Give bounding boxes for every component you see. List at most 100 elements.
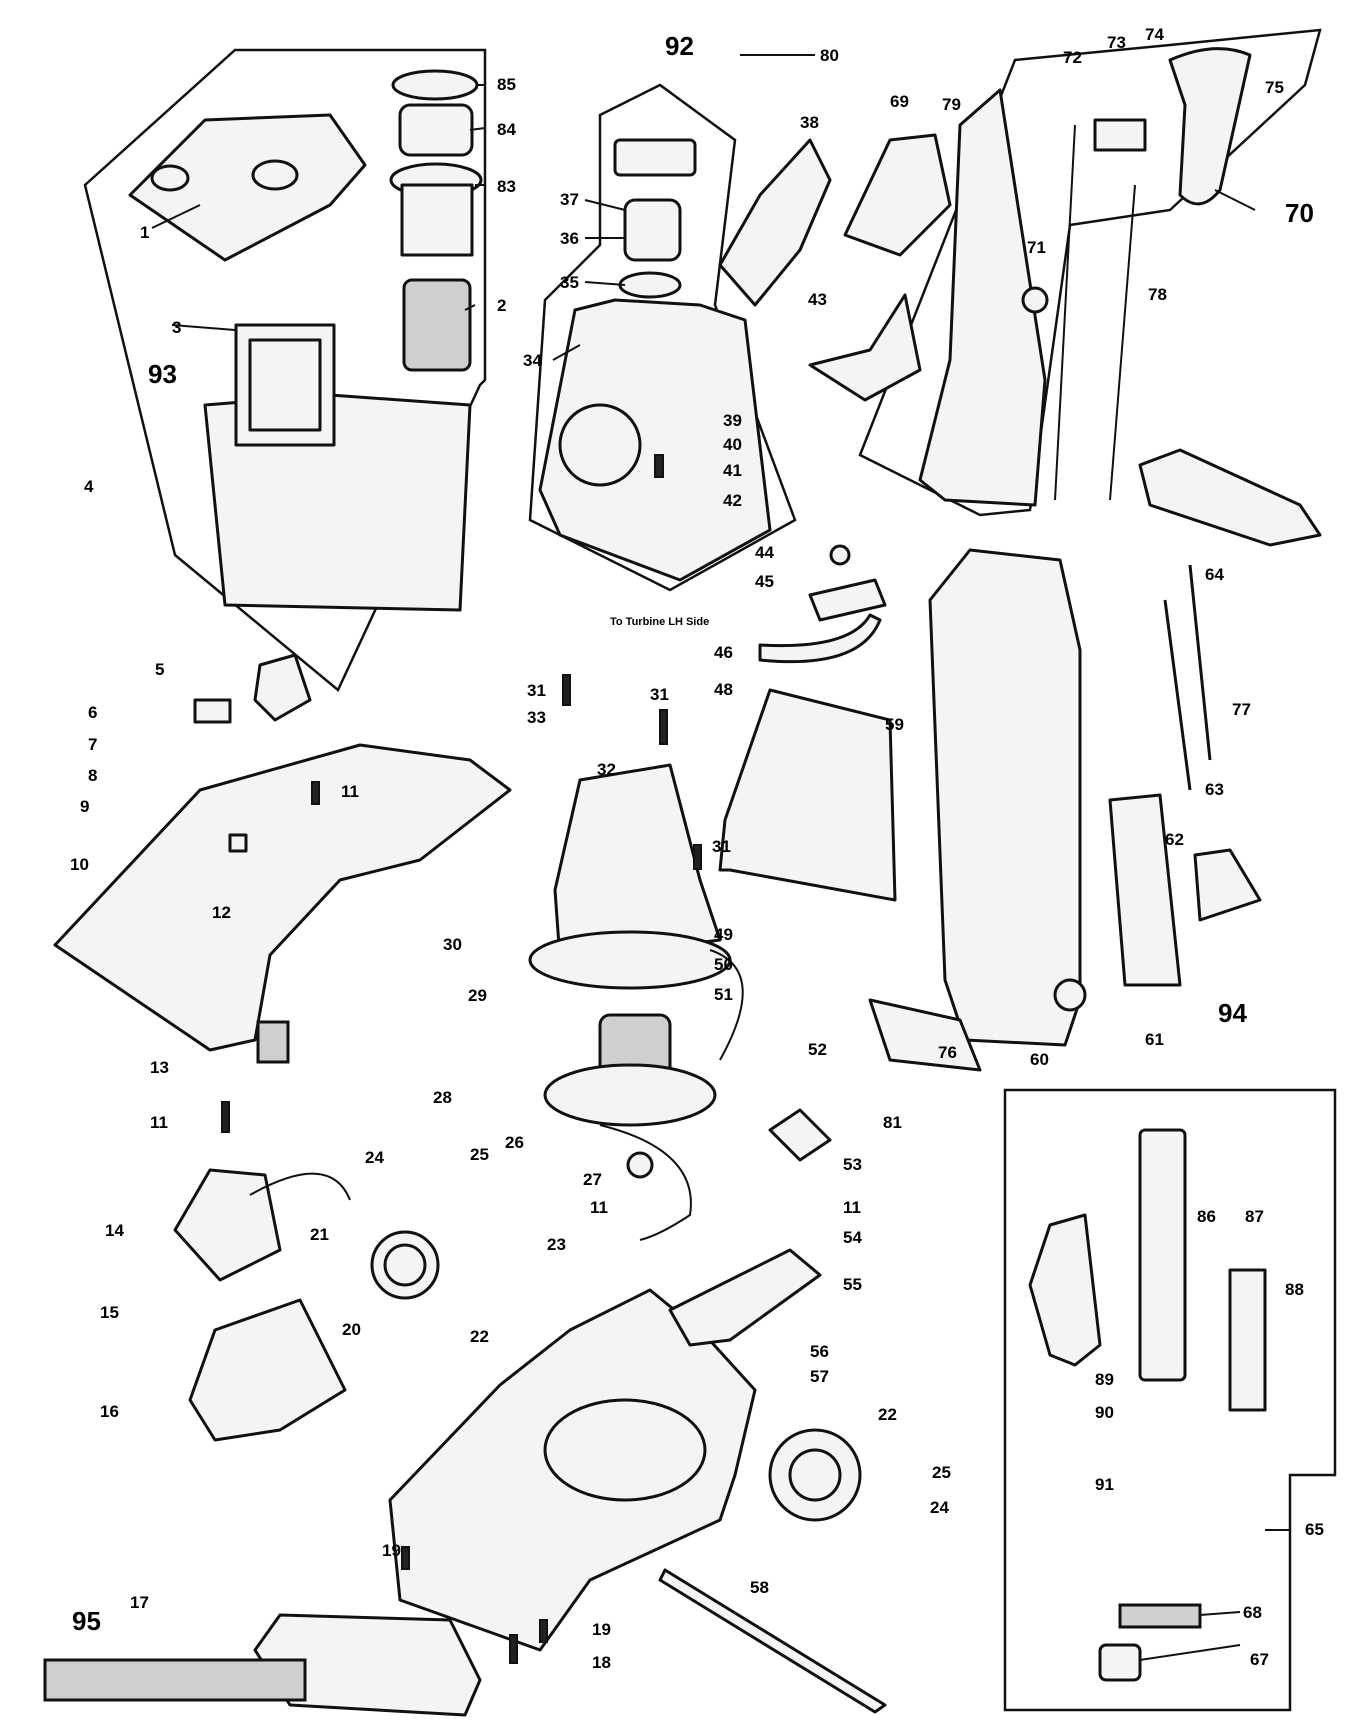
tank-cap-part-69 bbox=[843, 133, 952, 257]
callout-91: 91 bbox=[1095, 1475, 1114, 1494]
callout-31b: 31 bbox=[650, 685, 669, 704]
motor-assembly-group bbox=[528, 763, 744, 1241]
callout-3: 3 bbox=[172, 318, 181, 337]
brush-drive-group bbox=[43, 1168, 482, 1717]
tool-clip-part-87 bbox=[1228, 1268, 1267, 1412]
bracket-part-43 bbox=[808, 293, 922, 402]
callout-29: 29 bbox=[468, 986, 487, 1005]
callout-12: 12 bbox=[212, 903, 231, 922]
callout-84: 84 bbox=[497, 120, 516, 139]
callout-88: 88 bbox=[1285, 1280, 1304, 1299]
callout-53: 53 bbox=[843, 1155, 862, 1174]
pad-part-95 bbox=[43, 1658, 307, 1702]
callout-18: 18 bbox=[592, 1653, 611, 1672]
callout-58: 58 bbox=[750, 1578, 769, 1597]
callout-87: 87 bbox=[1245, 1207, 1264, 1226]
callout-61: 61 bbox=[1145, 1030, 1164, 1049]
bracket-part-45 bbox=[808, 578, 887, 622]
callout-83: 83 bbox=[497, 177, 516, 196]
callout-77: 77 bbox=[1232, 700, 1251, 719]
callout-15: 15 bbox=[100, 1303, 119, 1322]
callout-36: 36 bbox=[560, 229, 579, 248]
screw-parts bbox=[221, 674, 702, 1664]
brush-housing-part-16 bbox=[188, 1298, 347, 1442]
callout-2: 2 bbox=[497, 296, 506, 315]
callout-31c: 31 bbox=[712, 837, 731, 856]
handle-assembly-group bbox=[718, 28, 1322, 517]
callout-19: 19 bbox=[382, 1541, 401, 1560]
callout-40: 40 bbox=[723, 435, 742, 454]
rod-part-77 bbox=[1163, 599, 1192, 791]
callout-60: 60 bbox=[1030, 1050, 1049, 1069]
callout-labels: 1 2 3 4 5 6 7 8 9 10 11 12 13 11 14 15 1… bbox=[70, 25, 1324, 1672]
callout-73: 73 bbox=[1107, 33, 1126, 52]
nozzle-part-5 bbox=[253, 653, 312, 722]
tank-assembly-group bbox=[83, 48, 487, 692]
callout-57: 57 bbox=[810, 1367, 829, 1386]
roller-part-67 bbox=[1098, 1643, 1142, 1682]
callout-13: 13 bbox=[150, 1058, 169, 1077]
callout-5: 5 bbox=[155, 660, 164, 679]
callout-22b: 22 bbox=[878, 1405, 897, 1424]
body-part-60 bbox=[928, 548, 1082, 1047]
callout-46: 46 bbox=[714, 643, 733, 662]
callout-69: 69 bbox=[890, 92, 909, 111]
hood-part-34 bbox=[538, 298, 772, 582]
brush-part-17 bbox=[253, 1613, 482, 1717]
latch-part-13 bbox=[256, 1020, 290, 1064]
callout-55: 55 bbox=[843, 1275, 862, 1294]
callout-25b: 25 bbox=[932, 1463, 951, 1482]
callout-20: 20 bbox=[342, 1320, 361, 1339]
tool-assembly-group bbox=[1003, 1088, 1337, 1712]
callout-50: 50 bbox=[714, 955, 733, 974]
callout-17: 17 bbox=[130, 1593, 149, 1612]
callout-10: 10 bbox=[70, 855, 89, 874]
callout-22: 22 bbox=[470, 1327, 489, 1346]
float-cage-part-37 bbox=[613, 138, 697, 177]
turbine-side-note: To Turbine LH Side bbox=[610, 616, 709, 628]
callout-75: 75 bbox=[1265, 78, 1284, 97]
nozzle-cover-group bbox=[53, 653, 512, 1064]
bar-part-82 bbox=[658, 1568, 887, 1714]
callout-31: 31 bbox=[527, 681, 546, 700]
base-group bbox=[388, 1248, 887, 1714]
knob-part-71 bbox=[1021, 286, 1049, 314]
frame-part-59 bbox=[718, 688, 897, 902]
callout-63: 63 bbox=[1205, 780, 1224, 799]
callout-11: 11 bbox=[341, 782, 359, 801]
callout-23: 23 bbox=[547, 1235, 566, 1254]
nozzle-cover-part-10 bbox=[53, 743, 512, 1052]
callout-6: 6 bbox=[88, 703, 97, 722]
callout-26: 26 bbox=[505, 1133, 524, 1152]
callout-93: 93 bbox=[148, 359, 177, 389]
hose-part-53 bbox=[599, 1124, 692, 1241]
callout-19b: 19 bbox=[592, 1620, 611, 1639]
hose-part-46 bbox=[758, 613, 882, 664]
callout-65: 65 bbox=[1305, 1520, 1324, 1539]
gearbox-part-14 bbox=[173, 1168, 282, 1282]
bracket-part-73 bbox=[1093, 118, 1147, 152]
callout-7: 7 bbox=[88, 735, 97, 754]
callout-11d: 11 bbox=[590, 1198, 608, 1217]
grommet-part-27 bbox=[626, 1151, 654, 1179]
callout-49: 49 bbox=[714, 925, 733, 944]
callout-80: 80 bbox=[820, 46, 839, 65]
callout-51: 51 bbox=[714, 985, 733, 1004]
bracket-part-61 bbox=[1108, 793, 1182, 987]
bracket-part-64 bbox=[1138, 448, 1322, 547]
callout-30: 30 bbox=[443, 935, 462, 954]
tool-hose-part-90 bbox=[1028, 1213, 1102, 1367]
bracket-part-76 bbox=[868, 998, 982, 1072]
callout-42: 42 bbox=[723, 491, 742, 510]
callout-33: 33 bbox=[527, 708, 546, 727]
cover-part-63 bbox=[1193, 848, 1262, 922]
callout-94: 94 bbox=[1218, 998, 1247, 1028]
callout-72: 72 bbox=[1063, 48, 1082, 67]
callout-68: 68 bbox=[1243, 1603, 1262, 1622]
callout-24b: 24 bbox=[930, 1498, 949, 1517]
callout-64: 64 bbox=[1205, 565, 1224, 584]
tank-lid-part-1 bbox=[128, 113, 367, 262]
callout-56: 56 bbox=[810, 1342, 829, 1361]
callout-24: 24 bbox=[365, 1148, 384, 1167]
